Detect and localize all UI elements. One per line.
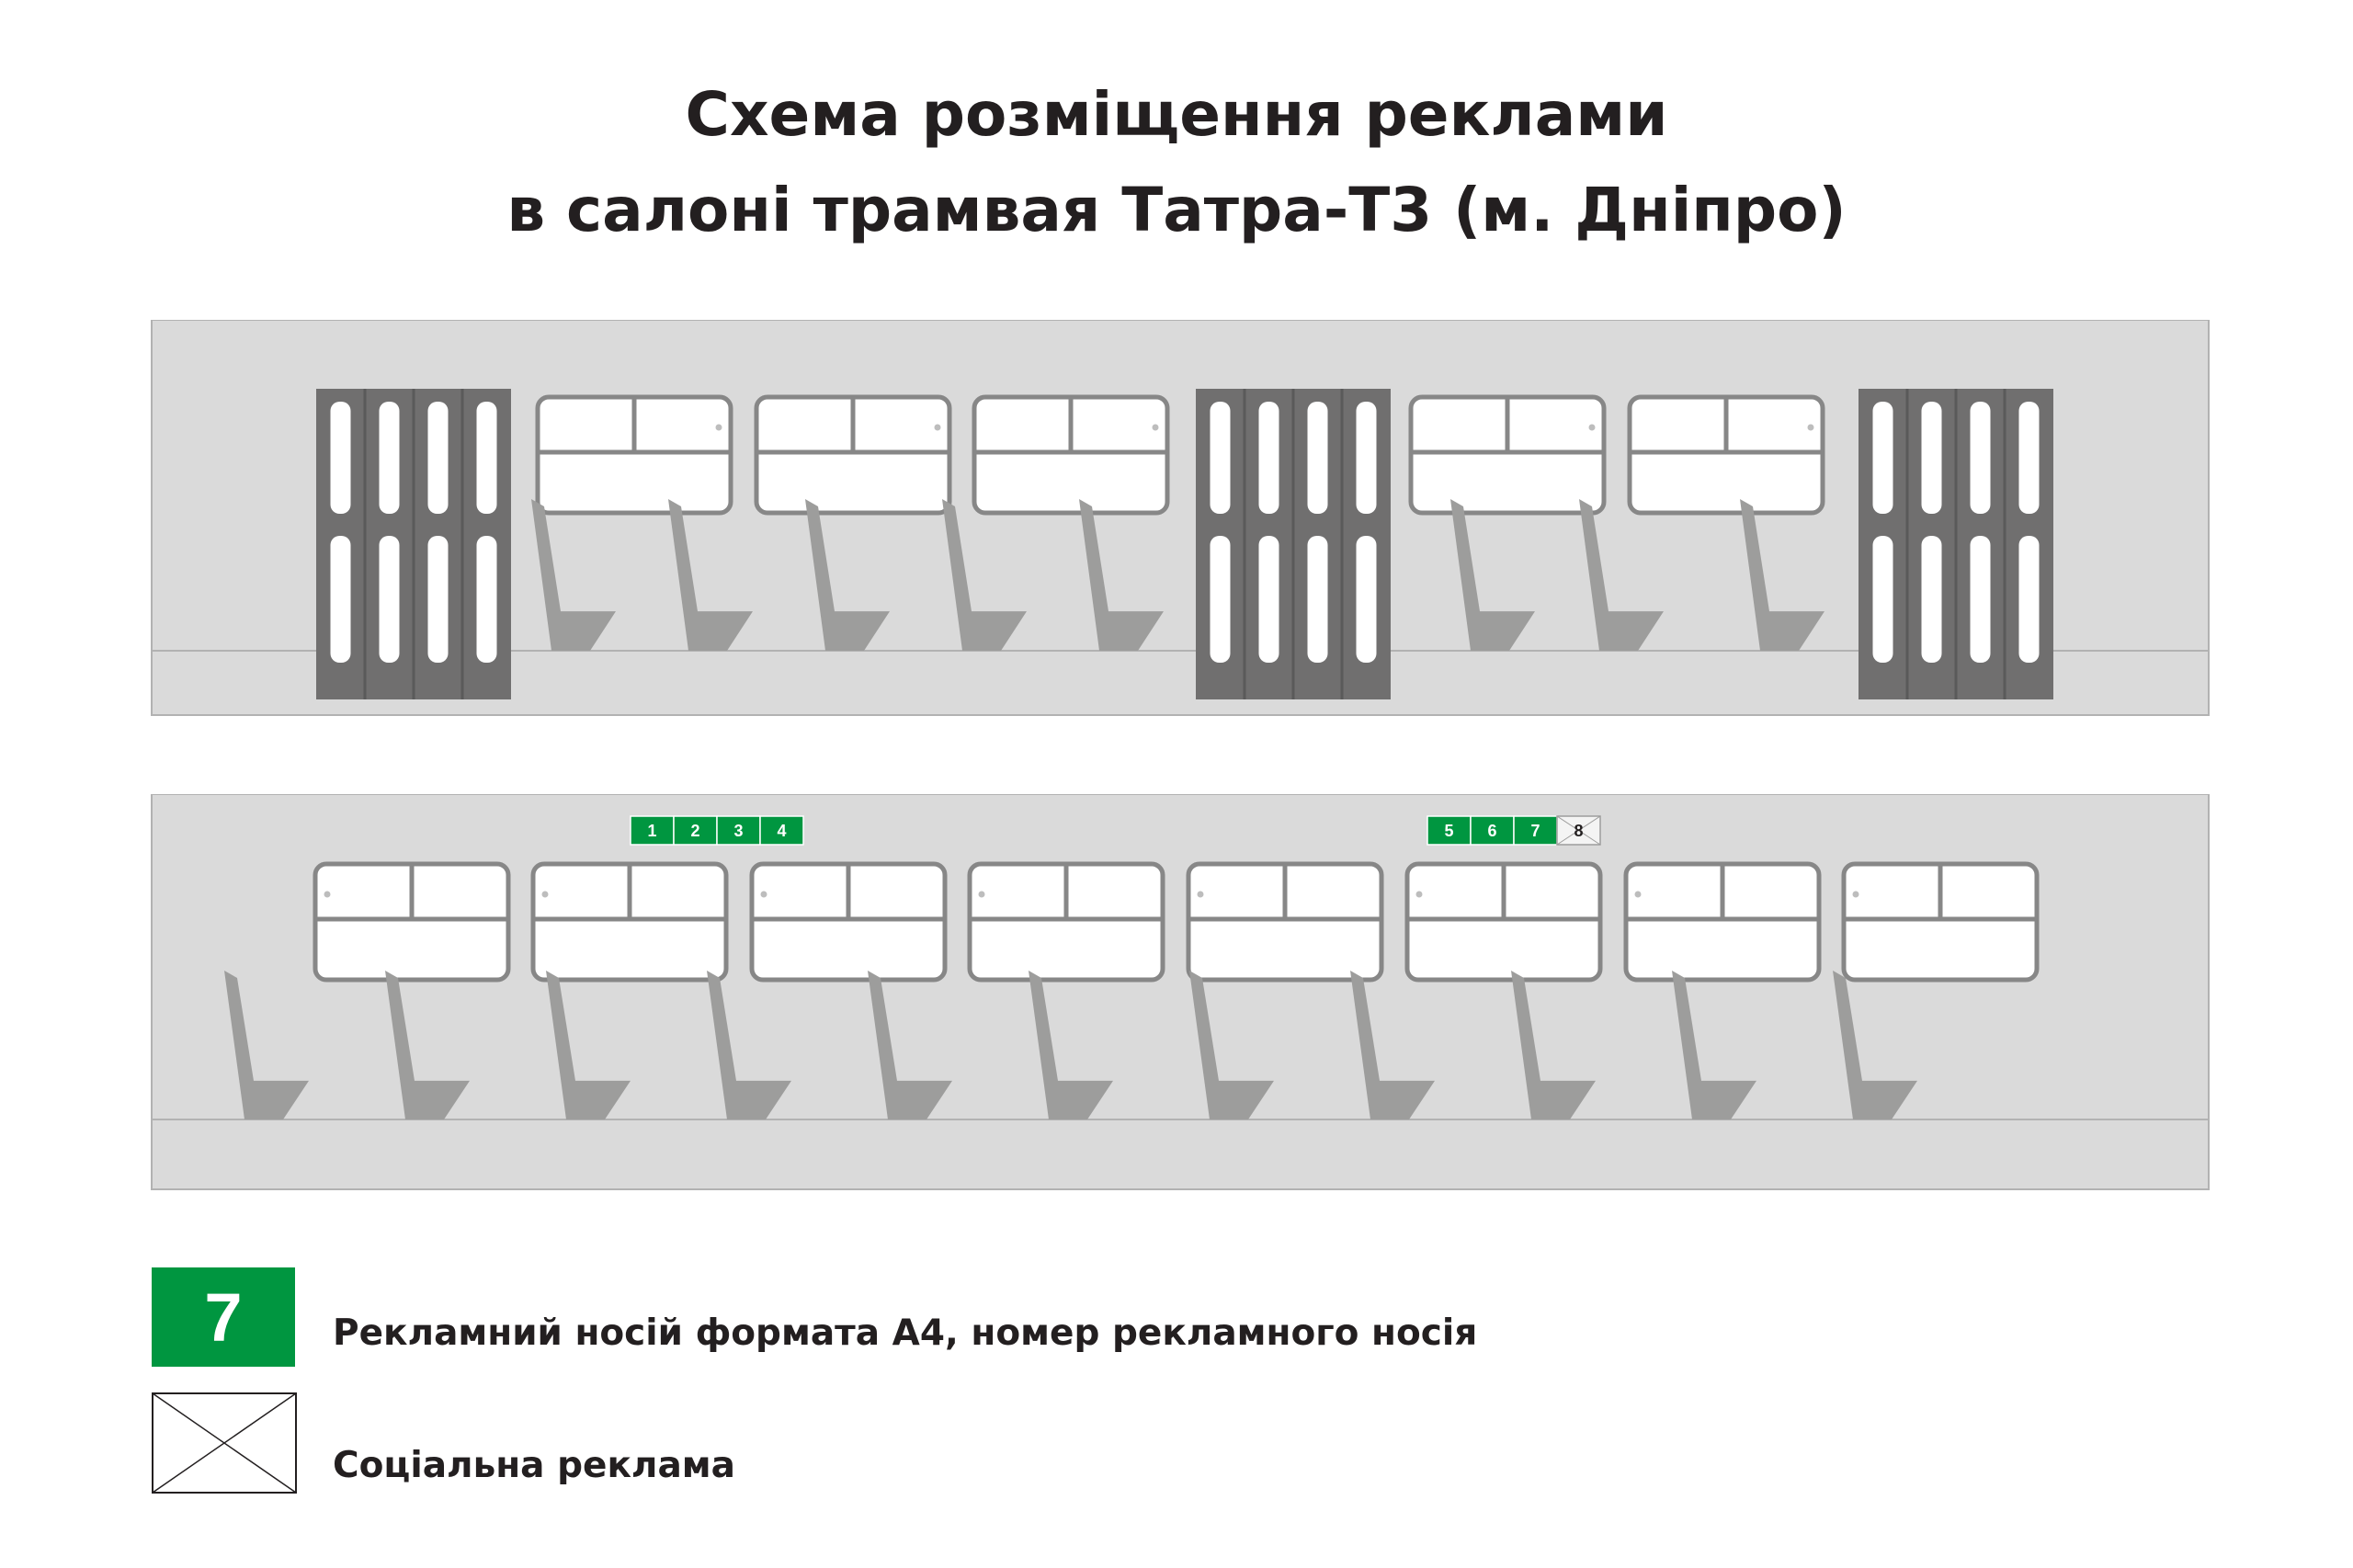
tram-window <box>749 861 948 983</box>
tram-seat <box>1189 971 1274 1119</box>
legend-commercial-key: 7 <box>152 1267 295 1367</box>
tram-seat <box>224 971 309 1119</box>
tram-side-panel-bottom <box>151 794 2210 1190</box>
ad-slot-2: 2 <box>673 815 718 846</box>
ad-slot-label: 4 <box>777 822 786 840</box>
ad-slot-label: 6 <box>1487 822 1496 840</box>
ad-slot-label: 8 <box>1574 822 1583 840</box>
ad-slot-4: 4 <box>759 815 804 846</box>
tram-seat <box>385 971 470 1119</box>
tram-seat <box>1350 971 1435 1119</box>
ad-slot-label: 2 <box>690 822 699 840</box>
ad-slot-label: 5 <box>1444 822 1453 840</box>
tram-seat <box>1511 971 1596 1119</box>
tram-window <box>1627 394 1825 516</box>
tram-window <box>530 861 729 983</box>
tram-side-view-doors <box>151 320 2210 716</box>
tram-window <box>313 861 511 983</box>
tram-seat <box>868 971 952 1119</box>
tram-seat <box>707 971 791 1119</box>
tram-seat <box>1029 971 1113 1119</box>
tram-seat <box>546 971 631 1119</box>
tram-window <box>967 861 1165 983</box>
ad-slot-label: 1 <box>647 822 656 840</box>
ad-slot-label: 7 <box>1530 822 1540 840</box>
tram-seat <box>1740 499 1824 651</box>
tram-seat <box>1450 499 1535 651</box>
tram-door <box>1196 389 1391 699</box>
tram-window <box>754 394 952 516</box>
tram-window <box>1841 861 2040 983</box>
ad-slot-5: 5 <box>1427 815 1472 846</box>
ad-slot-6: 6 <box>1470 815 1515 846</box>
tram-window <box>1186 861 1384 983</box>
ad-slot-label: 3 <box>733 822 743 840</box>
tram-window <box>972 394 1170 516</box>
ad-slot-8: 8 <box>1556 815 1601 846</box>
legend-commercial-text: Рекламний носій формата А4, номер реклам… <box>333 1312 1478 1354</box>
ad-slot-1: 1 <box>630 815 675 846</box>
tram-seat <box>668 499 753 651</box>
tram-window <box>1623 861 1822 983</box>
tram-side-view-ads: 1 2 3 4 5 6 7 8 <box>151 794 2210 1190</box>
ad-slot-3: 3 <box>716 815 761 846</box>
legend-social-text: Соціальна реклама <box>333 1445 735 1486</box>
tram-window <box>1408 394 1607 516</box>
ad-slot-7: 7 <box>1513 815 1558 846</box>
tram-seat <box>1579 499 1664 651</box>
tram-window <box>535 394 733 516</box>
tram-seat <box>805 499 890 651</box>
tram-seat <box>1672 971 1756 1119</box>
tram-seat <box>942 499 1027 651</box>
legend-social-key <box>152 1392 297 1494</box>
tram-seat <box>531 499 616 651</box>
tram-seat <box>1833 971 1917 1119</box>
diagram-title-line-1: Схема розміщення реклами <box>685 79 1668 150</box>
tram-seat <box>1079 499 1164 651</box>
diagram-title-line-2: в салоні трамвая Татра-Т3 (м. Дніпро) <box>506 175 1847 245</box>
tram-door <box>1859 389 2053 699</box>
tram-window <box>1404 861 1603 983</box>
tram-door <box>316 389 511 699</box>
